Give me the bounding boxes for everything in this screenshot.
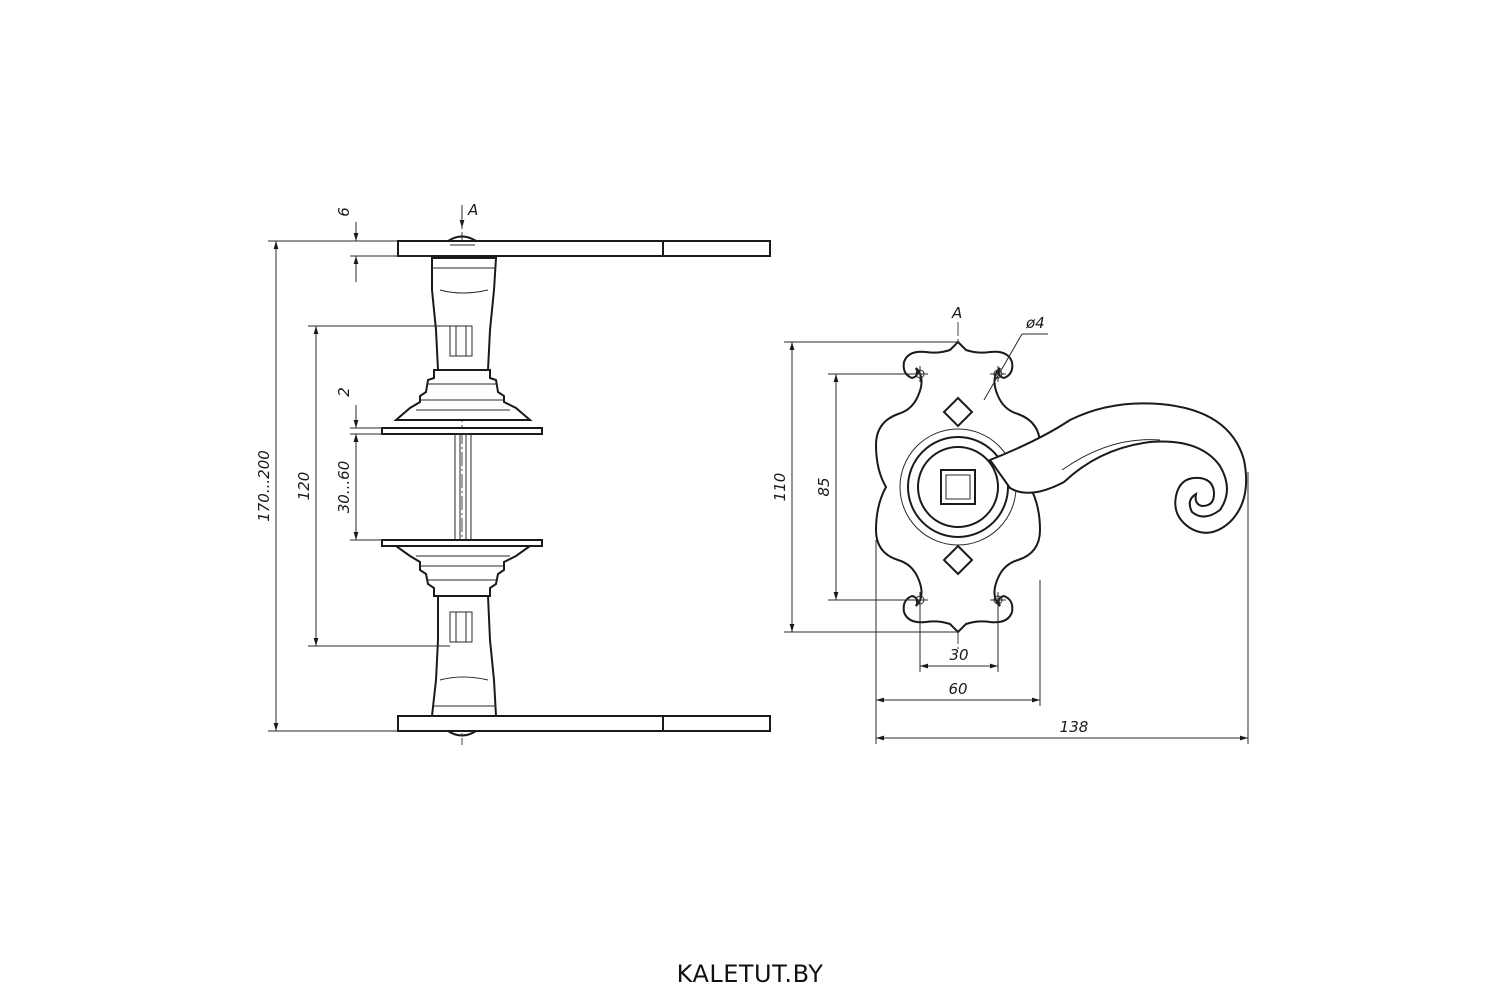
dim-spindle-spacing: 120 — [295, 325, 450, 647]
dim-rose-height-label: 110 — [771, 473, 789, 502]
dim-total-width: 138 — [875, 472, 1249, 744]
dim-rose-height: 110 — [771, 341, 958, 633]
dim-hole-diameter: ø4 — [983, 314, 1048, 401]
dim-hole-vertical-spacing-label: 85 — [815, 477, 833, 496]
dim-rose-width: 60 — [875, 540, 1041, 706]
front-section-mark: A — [951, 304, 962, 322]
dim-hole-horizontal-spacing-label: 30 — [949, 646, 968, 664]
dim-door-thickness-label: 30...60 — [335, 461, 353, 513]
dim-hole-diameter-label: ø4 — [1025, 314, 1045, 332]
dim-door-thickness: 30...60 — [335, 434, 382, 541]
side-section-mark: A — [467, 201, 478, 219]
dim-plate-thickness-label: 6 — [335, 207, 353, 217]
side-view: A — [255, 201, 771, 745]
bottom-lever — [397, 715, 771, 737]
site-name-footer: KALETUT.BY — [676, 960, 824, 988]
dim-hole-vertical-spacing: 85 — [815, 373, 916, 601]
dim-total-length: 170...200 — [255, 240, 398, 732]
top-knob-body — [393, 257, 533, 421]
dim-rose-thickness-label: 2 — [335, 387, 353, 397]
dim-total-length-label: 170...200 — [255, 450, 273, 522]
dim-hole-horizontal-spacing: 30 — [919, 604, 999, 672]
diamond-ornament-top — [942, 396, 974, 428]
top-lever — [397, 235, 771, 257]
lever-handle — [988, 402, 1248, 534]
dim-rose-width-label: 60 — [948, 680, 967, 698]
diamond-ornament-bottom — [942, 544, 974, 576]
dim-rose-thickness: 2 — [335, 387, 382, 455]
dim-spindle-spacing-label: 120 — [295, 472, 313, 501]
spindle — [454, 433, 472, 541]
square-spindle-hole — [940, 469, 976, 505]
dim-total-width-label: 138 — [1060, 718, 1089, 736]
front-view: A ø4 110 — [771, 304, 1249, 744]
bottom-knob-body — [392, 545, 534, 717]
